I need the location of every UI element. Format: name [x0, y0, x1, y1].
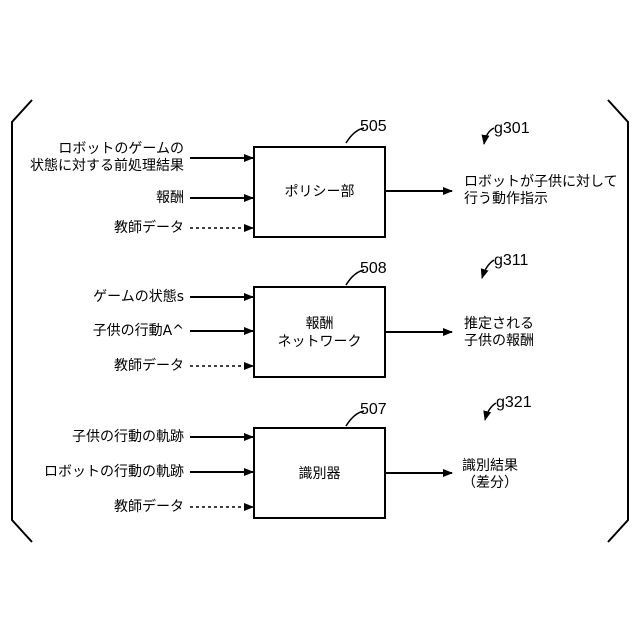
disc-input-label-3: 教師データ — [20, 499, 184, 516]
right-bracket — [608, 100, 628, 542]
reward-block-label-line2: ネットワーク — [278, 334, 362, 350]
group-tag-g311: g311 — [494, 252, 528, 270]
disc-input-label-1: 子供の行動の軌跡 — [20, 429, 184, 446]
reward-input-label-1: ゲームの状態s — [20, 289, 184, 306]
group-tag-g321: g321 — [496, 394, 532, 412]
reward-input-label-2: 子供の行動A^ — [20, 323, 184, 340]
policy-input-label-1: ロボットのゲームの 状態に対する前処理結果 — [20, 141, 184, 175]
g321-leader — [485, 403, 496, 420]
policy-ref-number: 505 — [360, 118, 387, 136]
reward-ref-number: 508 — [360, 260, 387, 278]
reward-output-label: 推定される 子供の報酬 — [464, 316, 534, 350]
policy-block: ポリシー部 — [253, 146, 386, 238]
reward-block-label-line1: 報酬 — [306, 316, 334, 332]
reward-block-label: 報酬 ネットワーク — [255, 315, 384, 351]
policy-output-line2: 行う動作指示 — [464, 191, 548, 207]
discriminator-block: 識別器 — [253, 427, 386, 519]
policy-input-1-line1: ロボットのゲームの — [58, 141, 184, 157]
reward-input-label-3: 教師データ — [20, 358, 184, 375]
policy-output-line1: ロボットが子供に対して — [464, 174, 618, 190]
group-tag-g301: g301 — [494, 120, 530, 138]
reward-network-block: 報酬 ネットワーク — [253, 286, 386, 378]
disc-output-line1: 識別結果 — [462, 458, 518, 474]
reward-output-line2: 子供の報酬 — [464, 333, 534, 349]
policy-output-label: ロボットが子供に対して 行う動作指示 — [464, 174, 618, 208]
discriminator-block-label: 識別器 — [255, 465, 384, 483]
g311-leader — [482, 260, 494, 278]
discriminator-ref-number: 507 — [360, 401, 387, 419]
policy-input-1-line2: 状態に対する前処理結果 — [30, 158, 184, 174]
policy-input-label-3: 教師データ — [20, 220, 184, 237]
disc-input-label-2: ロボットの行動の軌跡 — [20, 464, 184, 481]
disc-output-line2: （差分） — [462, 475, 518, 491]
policy-block-label: ポリシー部 — [255, 183, 384, 201]
reward-output-line1: 推定される — [464, 316, 534, 332]
disc-output-label: 識別結果 （差分） — [462, 458, 518, 492]
policy-input-label-2: 報酬 — [20, 190, 184, 207]
g301-leader — [484, 128, 494, 144]
